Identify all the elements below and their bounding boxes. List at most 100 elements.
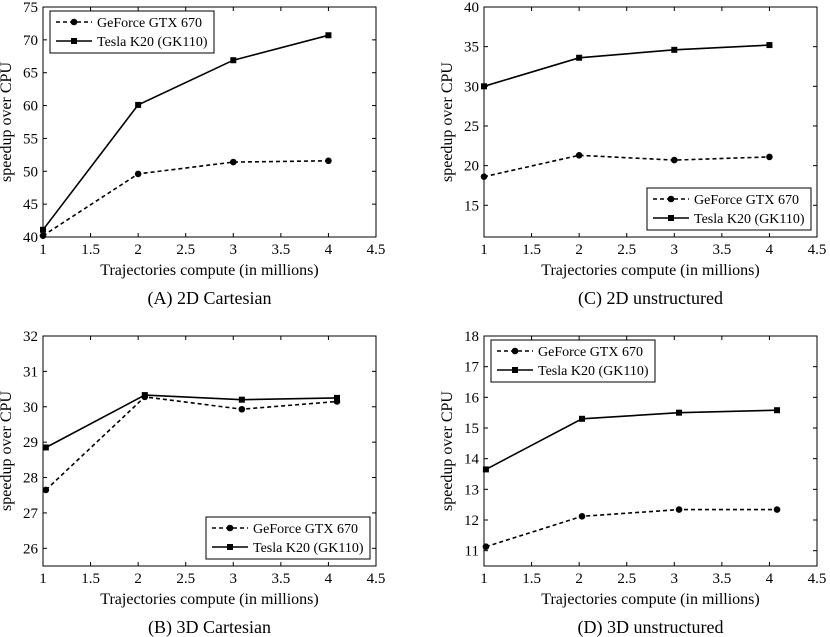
y-tick-label: 17: [464, 360, 480, 376]
y-tick-label: 14: [464, 452, 480, 468]
data-point-square: [230, 57, 237, 64]
y-tick-label: 31: [23, 364, 38, 380]
x-tick-label: 4: [766, 242, 774, 258]
legend-box: [646, 187, 812, 231]
legend-label: Tesla K20 (GK110): [694, 212, 805, 227]
data-point-square: [325, 32, 332, 39]
data-point-circle: [42, 486, 50, 494]
x-tick-label: 2.5: [617, 242, 636, 258]
y-tick-label: 35: [464, 40, 479, 56]
x-tick-label: 2: [575, 242, 583, 258]
legend-marker-circle: [226, 524, 234, 532]
y-tick-label: 65: [23, 66, 38, 82]
data-point-circle: [575, 152, 583, 159]
data-point-square: [671, 46, 678, 53]
panel-caption: (C) 2D unstructured: [578, 288, 723, 309]
legend-label: GeForce GTX 670: [97, 16, 202, 31]
x-tick-label: 3.5: [271, 242, 290, 258]
data-point-square: [333, 394, 340, 401]
data-point-square: [482, 466, 489, 473]
y-tick-label: 13: [464, 482, 479, 498]
y-tick-label: 55: [23, 131, 38, 147]
y-tick-label: 12: [464, 513, 479, 529]
series-line-1: [45, 396, 338, 491]
legend-box: [490, 339, 656, 383]
x-tick-label: 2: [134, 571, 142, 587]
data-point-square: [135, 101, 142, 108]
legend-marker-circle: [667, 195, 675, 203]
legend-marker-circle: [70, 18, 78, 26]
x-tick-label: 2: [575, 571, 583, 587]
data-point-circle: [773, 506, 781, 513]
data-point-square: [40, 226, 46, 233]
series-line-1: [485, 508, 777, 548]
data-point-square: [766, 42, 773, 49]
y-tick-label: 28: [23, 471, 38, 487]
panel-caption: (A) 2D Cartesian: [148, 288, 272, 309]
data-point-circle: [325, 157, 332, 165]
data-point-circle: [238, 405, 246, 413]
x-tick-label: 1: [480, 571, 488, 587]
x-tick-label: 3: [671, 571, 679, 587]
y-axis-label: speedup over CPU: [439, 62, 456, 182]
x-tick-label: 2.5: [617, 571, 636, 587]
x-tick-label: 1.5: [81, 571, 100, 587]
y-axis-label: speedup over CPU: [0, 62, 15, 182]
x-tick-label: 4.5: [808, 242, 827, 258]
x-tick-label: 4.5: [367, 242, 386, 258]
plot-frame: [42, 6, 377, 238]
x-tick-label: 4: [325, 571, 333, 587]
panel-caption: (D) 3D unstructured: [578, 617, 724, 637]
x-tick-label: 3.5: [712, 242, 731, 258]
x-tick-label: 3: [230, 242, 238, 258]
data-point-square: [481, 83, 487, 90]
y-axis-label: speedup over CPU: [0, 391, 15, 511]
data-point-circle: [229, 158, 237, 166]
x-tick-label: 3.5: [712, 571, 731, 587]
legend-label: GeForce GTX 670: [538, 345, 643, 360]
legend-label: Tesla K20 (GK110): [253, 541, 364, 556]
data-point-square: [676, 409, 683, 416]
x-axis-label: Trajectories compute (in millions): [541, 262, 759, 279]
data-point-circle: [766, 153, 773, 161]
y-tick-label: 40: [464, 0, 479, 16]
y-tick-label: 60: [23, 99, 38, 115]
series-line-1: [42, 160, 329, 237]
data-point-square: [578, 415, 585, 422]
y-tick-label: 27: [23, 506, 39, 522]
y-tick-label: 70: [23, 33, 38, 49]
y-tick-label: 30: [464, 79, 479, 95]
x-tick-label: 4.5: [367, 571, 386, 587]
data-point-circle: [670, 156, 678, 164]
x-axis-label: Trajectories compute (in millions): [100, 591, 318, 608]
x-tick-label: 2: [134, 242, 142, 258]
x-tick-label: 3: [671, 242, 679, 258]
y-tick-label: 40: [23, 230, 38, 246]
x-tick-label: 2.5: [176, 242, 195, 258]
legend-label: GeForce GTX 670: [694, 193, 799, 208]
legend-label: GeForce GTX 670: [253, 522, 358, 537]
x-axis-label: Trajectories compute (in millions): [100, 262, 318, 279]
y-tick-label: 32: [23, 329, 38, 345]
y-tick-label: 25: [464, 119, 479, 135]
y-tick-label: 16: [464, 390, 480, 406]
legend-marker-square: [71, 38, 77, 44]
data-point-circle: [675, 506, 683, 513]
legend-label: Tesla K20 (GK110): [538, 364, 649, 379]
data-point-circle: [480, 173, 488, 181]
legend-marker-square: [512, 367, 518, 373]
y-tick-label: 20: [464, 159, 479, 175]
y-tick-label: 29: [23, 435, 38, 451]
plot-frame: [483, 6, 818, 238]
y-tick-label: 11: [465, 544, 479, 560]
data-point-circle: [482, 543, 490, 550]
x-tick-label: 3.5: [271, 571, 290, 587]
data-point-square: [774, 407, 781, 414]
data-point-circle: [134, 170, 142, 178]
